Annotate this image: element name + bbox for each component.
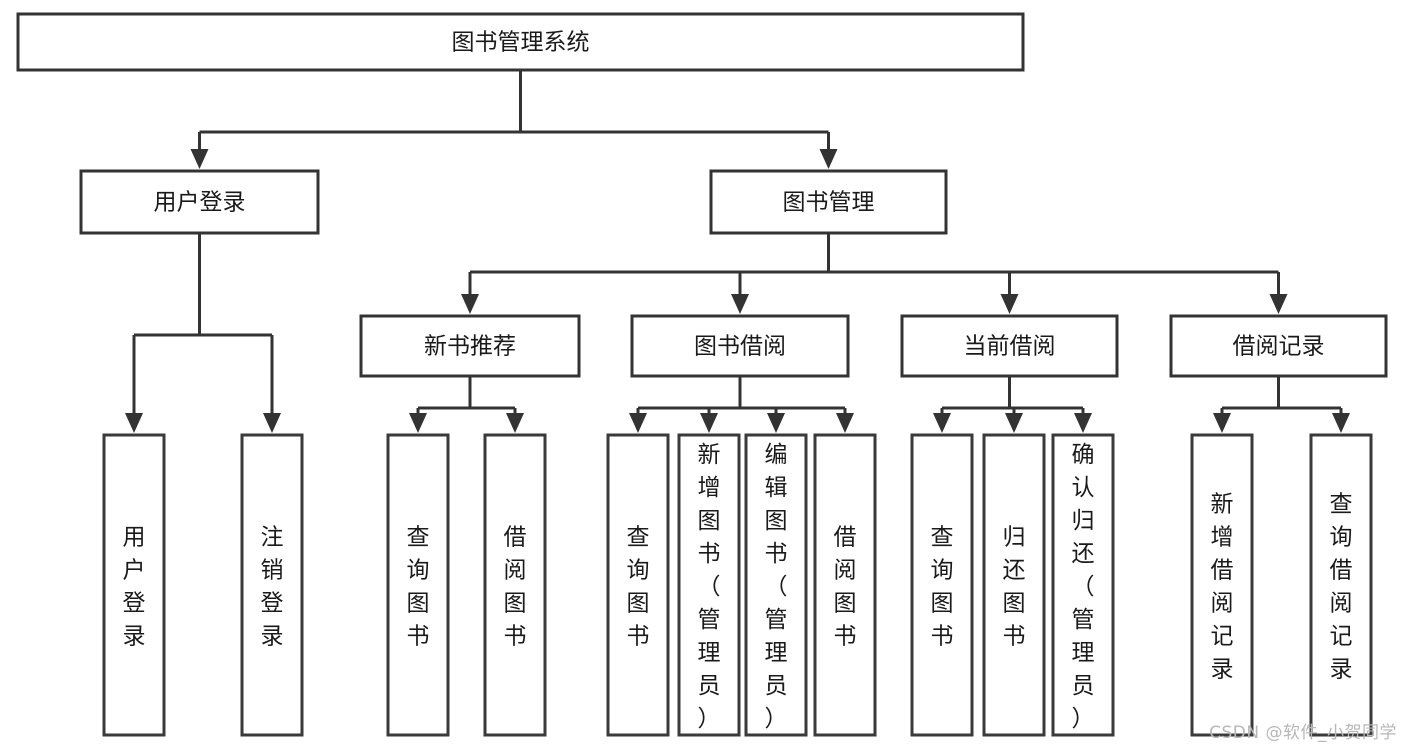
node-box-leaf-borrow-book-1 bbox=[483, 433, 547, 737]
arrow-head-icon bbox=[461, 294, 479, 314]
connector-conn-book-borrow bbox=[629, 376, 854, 433]
connector-conn-user-login bbox=[125, 233, 281, 433]
node-label-root: 图书管理系统 bbox=[452, 30, 590, 56]
node-box-leaf-confirm-return-admin bbox=[1051, 433, 1115, 737]
node-label-leaf-query-borrow-record: 查询借阅记录 bbox=[1330, 492, 1353, 683]
connector-layer bbox=[125, 70, 1350, 433]
node-label-leaf-confirm-return-admin: 确认归还（管理员） bbox=[1072, 442, 1095, 732]
arrow-head-icon bbox=[263, 413, 281, 433]
node-leaf-query-book-1[interactable]: 查询图书 bbox=[386, 433, 450, 737]
node-box-leaf-add-borrow-record bbox=[1190, 433, 1254, 737]
node-new-book-recommend[interactable]: 新书推荐 bbox=[359, 314, 581, 378]
node-leaf-query-book-2[interactable]: 查询图书 bbox=[606, 433, 670, 737]
node-leaf-edit-book-admin[interactable]: 编辑图书（管理员） bbox=[744, 433, 808, 737]
node-label-leaf-logout-login: 注销登录 bbox=[261, 525, 284, 650]
arrow-head-icon bbox=[933, 413, 951, 433]
node-label-leaf-return-book: 归还图书 bbox=[1003, 525, 1026, 650]
arrow-head-icon bbox=[836, 413, 854, 433]
connector-conn-borrow-record bbox=[1213, 376, 1350, 433]
node-box-user-login bbox=[79, 169, 320, 235]
arrow-head-icon bbox=[1332, 413, 1350, 433]
node-label-leaf-query-book-1: 查询图书 bbox=[407, 525, 430, 650]
node-leaf-add-borrow-record[interactable]: 新增借阅记录 bbox=[1190, 433, 1254, 737]
node-leaf-borrow-book-1[interactable]: 借阅图书 bbox=[483, 433, 547, 737]
node-label-borrow-record: 借阅记录 bbox=[1233, 334, 1325, 360]
connector-conn-book-manage bbox=[461, 233, 1288, 314]
node-label-book-borrow: 图书借阅 bbox=[694, 334, 786, 360]
node-box-leaf-return-book bbox=[982, 433, 1046, 737]
node-box-leaf-edit-book-admin bbox=[744, 433, 808, 737]
node-box-leaf-logout-login bbox=[240, 433, 304, 737]
node-box-leaf-query-book-2 bbox=[606, 433, 670, 737]
connector-conn-current-borrow bbox=[933, 376, 1092, 433]
arrow-head-icon bbox=[629, 413, 647, 433]
arrow-head-icon bbox=[731, 294, 749, 314]
node-box-root bbox=[16, 12, 1025, 72]
node-leaf-return-book[interactable]: 归还图书 bbox=[982, 433, 1046, 737]
arrow-head-icon bbox=[125, 413, 143, 433]
node-user-login[interactable]: 用户登录 bbox=[79, 169, 320, 235]
arrow-head-icon bbox=[409, 413, 427, 433]
node-label-current-borrow: 当前借阅 bbox=[964, 334, 1056, 360]
node-leaf-query-borrow-record[interactable]: 查询借阅记录 bbox=[1309, 433, 1373, 737]
node-current-borrow[interactable]: 当前借阅 bbox=[900, 314, 1119, 378]
node-box-new-book-recommend bbox=[359, 314, 581, 378]
arrow-head-icon bbox=[1213, 413, 1231, 433]
node-box-leaf-query-borrow-record bbox=[1309, 433, 1373, 737]
arrow-head-icon bbox=[1005, 413, 1023, 433]
node-label-leaf-borrow-book-1: 借阅图书 bbox=[504, 525, 527, 650]
node-leaf-confirm-return-admin[interactable]: 确认归还（管理员） bbox=[1051, 433, 1115, 737]
node-label-new-book-recommend: 新书推荐 bbox=[424, 334, 516, 360]
node-borrow-record[interactable]: 借阅记录 bbox=[1169, 314, 1388, 378]
arrow-head-icon bbox=[190, 149, 209, 169]
node-box-current-borrow bbox=[900, 314, 1119, 378]
arrow-head-icon bbox=[700, 413, 718, 433]
node-layer: 图书管理系统用户登录图书管理新书推荐图书借阅当前借阅借阅记录用户登录注销登录查询… bbox=[16, 12, 1388, 737]
connector-conn-root bbox=[190, 70, 838, 169]
node-root[interactable]: 图书管理系统 bbox=[16, 12, 1025, 72]
node-box-book-borrow bbox=[630, 314, 850, 378]
node-leaf-add-book-admin[interactable]: 新增图书（管理员） bbox=[677, 433, 741, 737]
node-box-leaf-user-login bbox=[102, 433, 166, 737]
connector-conn-new-book-recommend bbox=[409, 376, 524, 433]
node-box-leaf-borrow-book-2 bbox=[813, 433, 877, 737]
node-label-leaf-query-book-2: 查询图书 bbox=[627, 525, 650, 650]
node-book-borrow[interactable]: 图书借阅 bbox=[630, 314, 850, 378]
node-box-leaf-add-book-admin bbox=[677, 433, 741, 737]
node-leaf-borrow-book-2[interactable]: 借阅图书 bbox=[813, 433, 877, 737]
arrow-head-icon bbox=[819, 149, 838, 169]
arrow-head-icon bbox=[1269, 294, 1288, 314]
arrow-head-icon bbox=[506, 413, 524, 433]
node-box-borrow-record bbox=[1169, 314, 1388, 378]
node-leaf-logout-login[interactable]: 注销登录 bbox=[240, 433, 304, 737]
node-label-leaf-add-book-admin: 新增图书（管理员） bbox=[698, 442, 721, 732]
node-label-leaf-edit-book-admin: 编辑图书（管理员） bbox=[765, 442, 788, 732]
node-label-leaf-add-borrow-record: 新增借阅记录 bbox=[1211, 492, 1234, 683]
node-box-leaf-query-book-1 bbox=[386, 433, 450, 737]
node-label-leaf-user-login: 用户登录 bbox=[123, 525, 146, 650]
node-box-book-manage bbox=[709, 169, 948, 235]
node-book-manage[interactable]: 图书管理 bbox=[709, 169, 948, 235]
node-label-leaf-borrow-book-2: 借阅图书 bbox=[834, 525, 857, 650]
node-box-leaf-query-book-3 bbox=[910, 433, 974, 737]
arrow-head-icon bbox=[1074, 413, 1092, 433]
node-label-user-login: 用户登录 bbox=[154, 190, 246, 216]
arrow-head-icon bbox=[1000, 294, 1019, 314]
arrow-head-icon bbox=[767, 413, 785, 433]
node-label-leaf-query-book-3: 查询图书 bbox=[931, 525, 954, 650]
node-label-book-manage: 图书管理 bbox=[783, 190, 875, 216]
node-leaf-query-book-3[interactable]: 查询图书 bbox=[910, 433, 974, 737]
node-leaf-user-login[interactable]: 用户登录 bbox=[102, 433, 166, 737]
